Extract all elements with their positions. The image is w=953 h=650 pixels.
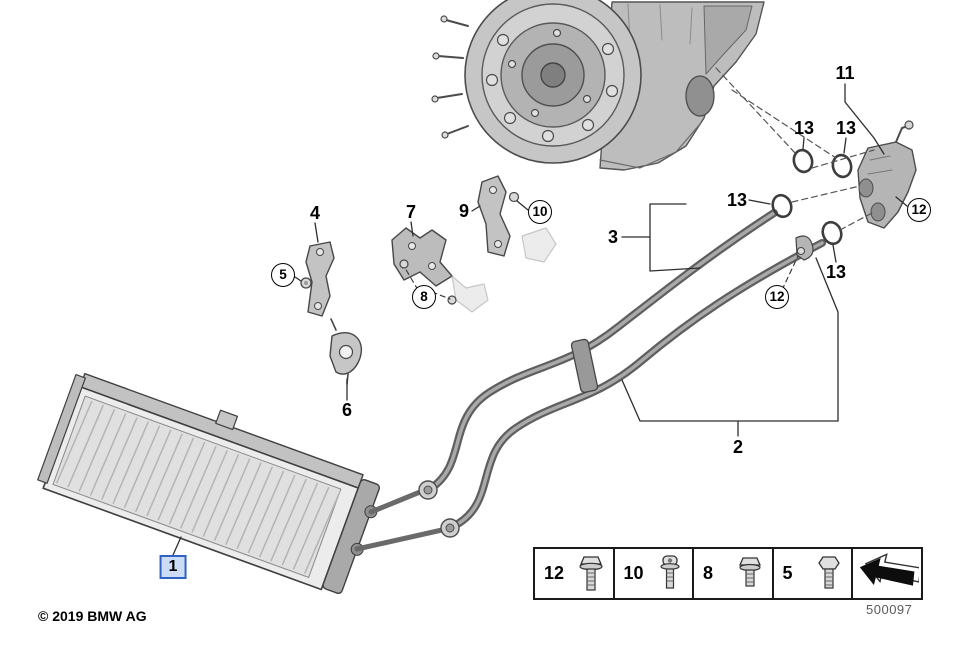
legend-item-8-label: 8	[703, 563, 714, 583]
pipe-connector-fitting	[857, 120, 917, 229]
legend-item-10[interactable]: 10	[615, 549, 694, 598]
diagram-code: 500097	[866, 602, 913, 617]
callout-3[interactable]: 3	[607, 227, 619, 247]
legend-item-5[interactable]: 5	[774, 549, 853, 598]
legend-item-12[interactable]: 12	[535, 549, 615, 598]
bolt-10-target	[508, 191, 520, 203]
legend-item-5-label: 5	[782, 563, 793, 583]
callout-10[interactable]: 10	[528, 200, 552, 224]
flange-bolt-icon	[578, 555, 603, 591]
bracket-4	[305, 241, 335, 317]
copyright: © 2019 BMW AG	[38, 608, 147, 624]
pipe-clamp-rear	[795, 235, 814, 261]
hex-bolt-icon	[818, 555, 840, 589]
bracket-9-ghost	[521, 227, 557, 263]
callout-13-1[interactable]: 13	[793, 118, 815, 138]
oil-cooler-pipe-feed	[426, 209, 778, 493]
callout-8[interactable]: 8	[412, 285, 436, 309]
callout-9[interactable]: 9	[458, 201, 470, 221]
radiator-pipe-stubs	[354, 489, 445, 552]
leader-lines	[172, 83, 908, 556]
legend-item-12-label: 12	[544, 563, 565, 583]
callout-5[interactable]: 5	[271, 263, 295, 287]
legend-item-10-label: 10	[623, 563, 644, 583]
flange-bolt-icon	[738, 556, 761, 587]
legend-item-8[interactable]: 8	[694, 549, 774, 598]
callout-7[interactable]: 7	[405, 202, 417, 222]
torx-screw-icon	[660, 554, 680, 589]
viewing-direction-arrow-icon	[859, 552, 919, 586]
bracket-7-ghost	[451, 275, 489, 313]
callout-6[interactable]: 6	[341, 400, 353, 420]
bracket-7	[391, 227, 453, 287]
callout-4[interactable]: 4	[309, 203, 321, 223]
legend-view-arrow-cell	[853, 549, 921, 598]
oil-cooler-pipe-return	[448, 239, 826, 531]
callout-12-2[interactable]: 12	[765, 285, 789, 309]
pipe-clamp-mid	[570, 338, 599, 394]
callout-13-3[interactable]: 13	[726, 190, 748, 210]
fastener-legend-table: 12 10 8	[533, 547, 923, 600]
clamp-6	[329, 318, 363, 385]
callout-11[interactable]: 11	[835, 63, 855, 83]
bracket-9	[477, 175, 511, 257]
bolt-8-targets	[399, 259, 457, 305]
callout-2[interactable]: 2	[732, 437, 744, 457]
bolt-5-target	[300, 277, 312, 289]
callout-13-2[interactable]: 13	[835, 118, 857, 138]
pipe-unions	[418, 480, 460, 538]
transmission-illustration	[431, 0, 765, 171]
callout-13-4[interactable]: 13	[825, 262, 847, 282]
callout-12-1[interactable]: 12	[907, 198, 931, 222]
oil-cooler-radiator	[37, 372, 381, 595]
callout-1[interactable]: 1	[159, 555, 187, 579]
assembly-axis-lines	[715, 67, 875, 231]
